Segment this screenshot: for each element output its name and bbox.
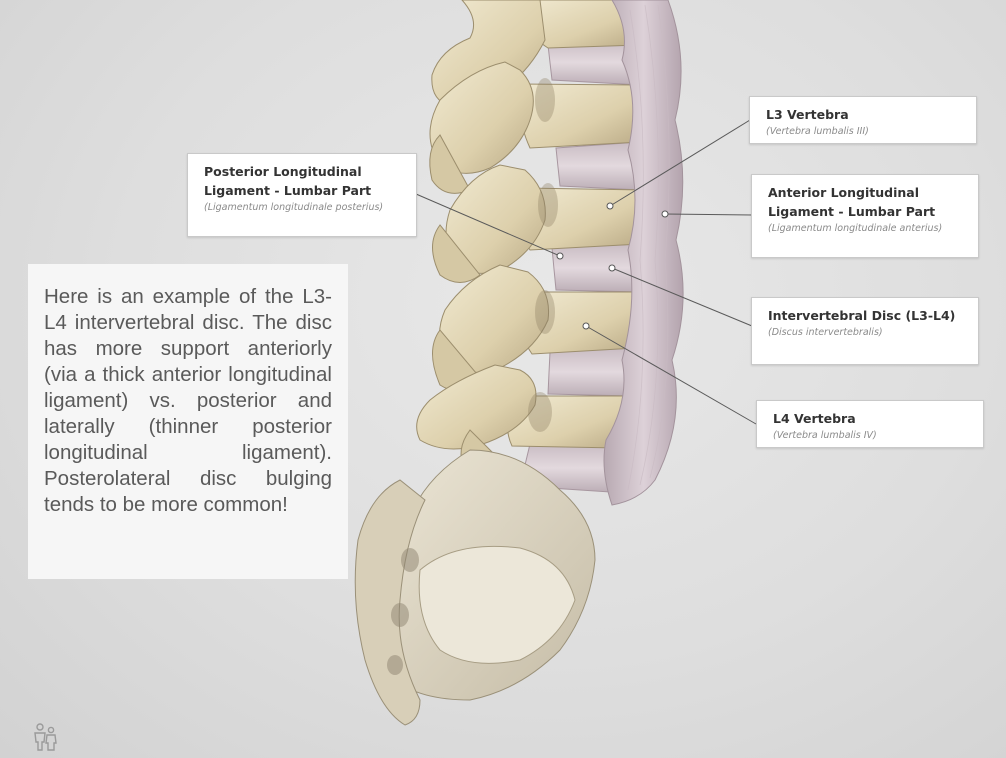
label-l3-vertebra[interactable]: L3 Vertebra (Vertebra lumbalis III) xyxy=(749,96,977,144)
label-title: Anterior Longitudinal Ligament - Lumbar … xyxy=(768,185,936,219)
label-latin: (Vertebra lumbalis IV) xyxy=(773,430,877,441)
pin-posterior-ligament[interactable] xyxy=(556,252,564,260)
label-latin: (Ligamentum longitudinale anterius) xyxy=(768,223,943,234)
bone-shadows xyxy=(528,78,558,432)
label-anterior-ligament[interactable]: Anterior Longitudinal Ligament - Lumbar … xyxy=(751,174,979,258)
label-intervertebral-disc[interactable]: Intervertebral Disc (L3-L4) (Discus inte… xyxy=(751,297,979,365)
ligament-fibers xyxy=(627,4,670,491)
vertebral-processes xyxy=(416,0,550,475)
leader-line-posterior-ligament xyxy=(415,193,561,257)
sacrum xyxy=(354,449,596,726)
leader-line-intervertebral-disc xyxy=(611,267,753,327)
label-title: Posterior Longitudinal Ligament - Lumbar… xyxy=(204,164,372,198)
leader-lines xyxy=(415,119,757,425)
leader-line-l3-vertebra xyxy=(609,119,751,207)
label-posterior-ligament[interactable]: Posterior Longitudinal Ligament - Lumbar… xyxy=(187,153,417,237)
label-title: Intervertebral Disc (L3-L4) xyxy=(768,308,956,323)
label-title: L4 Vertebra xyxy=(773,411,856,426)
label-l4-vertebra[interactable]: L4 Vertebra (Vertebra lumbalis IV) xyxy=(756,400,984,448)
vertebral-bodies xyxy=(507,0,641,449)
info-text: Here is an example of the L3-L4 interver… xyxy=(44,285,332,516)
pin-intervertebral-disc[interactable] xyxy=(608,264,616,272)
label-latin: (Ligamentum longitudinale posterius) xyxy=(204,202,384,213)
pin-l4-vertebra[interactable] xyxy=(582,322,590,330)
leader-line-anterior-ligament xyxy=(664,213,753,216)
leader-line-l4-vertebra xyxy=(585,325,757,425)
people-icon[interactable] xyxy=(30,722,60,752)
pin-anterior-ligament[interactable] xyxy=(661,210,669,218)
pin-points xyxy=(556,202,669,330)
label-title: L3 Vertebra xyxy=(766,107,849,122)
anterior-longitudinal-ligament xyxy=(603,0,684,506)
info-card: Here is an example of the L3-L4 interver… xyxy=(28,264,348,579)
label-latin: (Vertebra lumbalis III) xyxy=(766,126,869,137)
label-latin: (Discus intervertebralis) xyxy=(768,327,883,338)
pin-l3-vertebra[interactable] xyxy=(606,202,614,210)
